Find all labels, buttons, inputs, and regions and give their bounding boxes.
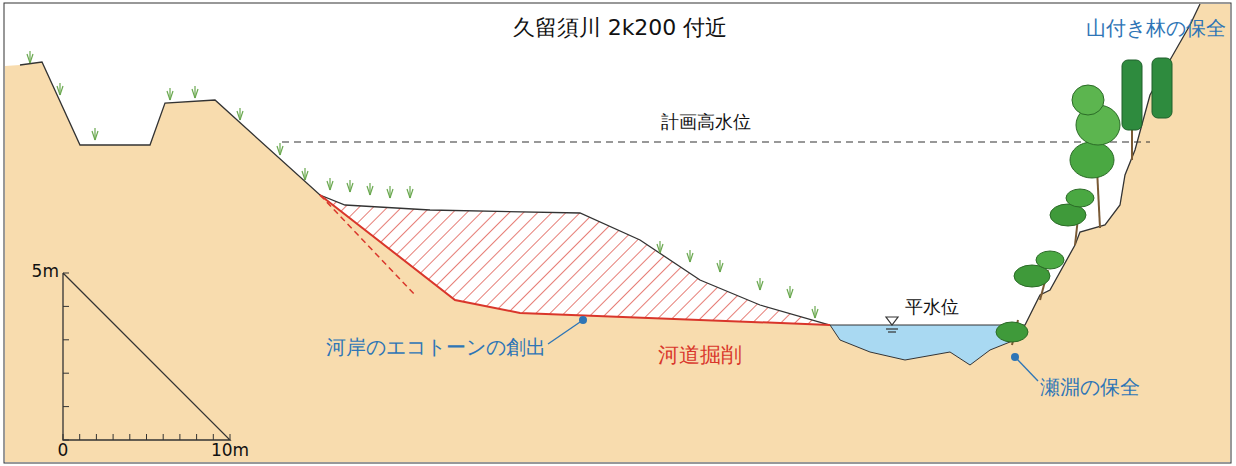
water-level-label: 平水位 xyxy=(905,297,959,318)
tick xyxy=(129,434,130,440)
water-level-label: 計画高水位 xyxy=(661,112,751,133)
tick xyxy=(230,434,231,440)
grass-stroke xyxy=(280,146,283,155)
grass-stroke xyxy=(370,186,373,195)
callout-label: 河岸のエコトーンの創出 xyxy=(326,336,546,359)
grass-stroke xyxy=(95,131,98,140)
grass-stroke xyxy=(390,189,393,198)
ground-profile xyxy=(20,62,830,325)
grass-stroke xyxy=(170,91,173,100)
high-water-line xyxy=(282,141,1150,142)
tick xyxy=(196,434,197,440)
excavation-line xyxy=(320,195,830,325)
tick xyxy=(113,434,114,440)
tick xyxy=(79,434,80,440)
scale-label: 10m xyxy=(211,441,249,461)
grass-stroke xyxy=(305,171,308,180)
grass-stroke xyxy=(660,244,663,253)
tick xyxy=(63,373,69,374)
callout-dot xyxy=(579,316,587,324)
tick xyxy=(63,339,69,340)
tick xyxy=(63,406,69,407)
trees xyxy=(996,58,1172,345)
excavation-dashed xyxy=(320,195,415,295)
ground xyxy=(5,4,1230,462)
grass-stroke xyxy=(720,263,723,272)
tick xyxy=(63,306,69,307)
title: 久留須川 2k200 付近 xyxy=(513,15,728,40)
scale-label: 0 xyxy=(58,441,69,461)
grass-stroke xyxy=(195,89,198,98)
excavation-area xyxy=(320,195,830,325)
grass-stroke xyxy=(350,183,353,192)
scale-triangle xyxy=(63,273,230,440)
grass-stroke xyxy=(690,253,693,262)
grass-stroke xyxy=(815,309,818,318)
scale-label: 5m xyxy=(32,262,59,282)
tick xyxy=(63,273,69,274)
callout-dot xyxy=(1011,353,1019,361)
frame xyxy=(4,3,1231,463)
area-label: 山付き林の保全 xyxy=(1086,17,1226,40)
tick xyxy=(96,434,97,440)
tick xyxy=(63,434,64,440)
tick xyxy=(213,434,214,440)
tick xyxy=(179,434,180,440)
leader-line xyxy=(548,320,583,344)
grass-stroke xyxy=(790,289,793,298)
grass-stroke xyxy=(240,111,243,120)
grass-stroke xyxy=(60,86,63,95)
callout-label: 河道掘削 xyxy=(658,343,742,367)
leader-line xyxy=(1015,357,1038,381)
excavation-hatch xyxy=(320,195,830,325)
grass-stroke xyxy=(30,54,33,63)
tick xyxy=(163,434,164,440)
grass-stroke xyxy=(330,181,333,190)
grass-stroke xyxy=(760,281,763,290)
grass-stroke xyxy=(410,189,413,198)
water-level-symbol xyxy=(886,317,898,332)
scale-ticks xyxy=(63,273,230,440)
tick xyxy=(146,434,147,440)
callout-label: 瀬淵の保全 xyxy=(1040,376,1140,399)
bank-profile xyxy=(1025,4,1200,325)
grass xyxy=(27,51,818,318)
